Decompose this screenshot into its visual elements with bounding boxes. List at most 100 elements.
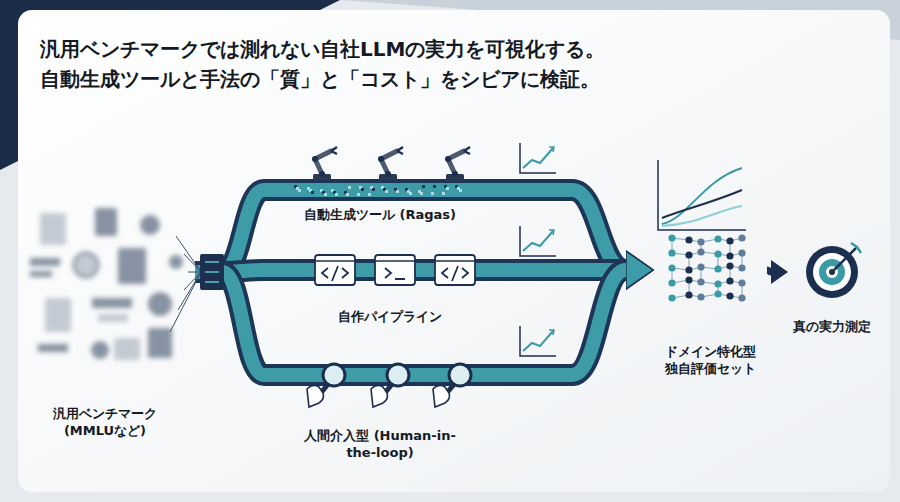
blurred-icons-part (114, 338, 140, 360)
robot-arms-part (445, 147, 470, 180)
network-dot (738, 279, 745, 286)
magnifier-hands (307, 364, 471, 407)
pipe-core (470, 190, 626, 270)
magnifier-hands-part (371, 364, 409, 407)
network-dot (726, 277, 733, 284)
blurred-icons-part (74, 253, 98, 277)
network-dot (738, 249, 745, 256)
junction-block (200, 254, 224, 290)
method-pipe: 自作パイプライン (300, 250, 480, 326)
network-dot (685, 266, 692, 273)
pipe-segment (289, 179, 471, 201)
blurred-icons (30, 208, 183, 360)
code-windows (315, 255, 475, 285)
pipe-particle (442, 192, 445, 195)
target-icon-part (806, 246, 858, 298)
pipe-core (289, 183, 471, 197)
fan-lines (170, 236, 201, 332)
code-windows-part (315, 255, 355, 285)
blurred-icons-part (98, 314, 128, 322)
result-chart-part (658, 160, 746, 230)
pipe-core (284, 368, 476, 382)
network-dot (668, 279, 675, 286)
code-windows-part (375, 255, 415, 285)
magnifier-hands-part (307, 364, 345, 407)
blurred-icons-part (169, 255, 183, 269)
pipe-particle (298, 189, 301, 192)
node-label: 真の実力測定 (793, 318, 871, 336)
result-chart (658, 160, 746, 230)
junction-block-part (205, 262, 219, 282)
network-dot (697, 263, 704, 270)
pipe-particle (335, 193, 338, 196)
network-dot (714, 290, 721, 297)
pipe-particle (433, 185, 436, 188)
pipe-outer (475, 270, 626, 375)
network-dot (738, 234, 745, 241)
network-dot (668, 264, 675, 271)
blurred-icons-part (140, 215, 160, 235)
blurred-icons-part (118, 248, 146, 284)
pipe-particle (311, 191, 314, 194)
blurred-icons-part (30, 258, 60, 266)
network-dot (697, 278, 704, 285)
network-dot (726, 237, 733, 244)
robot-arms-part (312, 147, 337, 180)
pipe-particle (422, 185, 425, 188)
node-label: 人間介入型 (Human-in-the-loop) (290, 427, 470, 462)
dot-network (668, 234, 745, 301)
pipe-particle (372, 188, 375, 191)
network-dot (697, 248, 704, 255)
target-icon-part (834, 248, 856, 270)
pipe-segment (284, 364, 476, 386)
mini-charts-part (520, 226, 556, 256)
network-dot (668, 234, 675, 241)
pipe-particle (348, 186, 351, 189)
node-label: 自動生成ツール (Ragas) (304, 206, 456, 224)
pipe-particle (459, 189, 462, 192)
pipe-particle (357, 193, 360, 196)
robot-arms-part (378, 147, 403, 180)
result-set: ドメイン特化型 独自評価セット (653, 228, 767, 378)
fan-lines-part (170, 236, 201, 332)
network-dot (738, 294, 745, 301)
network-dot (714, 250, 721, 257)
pipe-particle (361, 188, 364, 191)
pipe-particle (385, 190, 388, 193)
network-dot (685, 236, 692, 243)
pipe-segments (284, 185, 481, 375)
mini-charts-part (520, 143, 556, 173)
title: 汎用ベンチマークでは測れない自社LLMの実力を可視化する。 自動生成ツールと手法… (40, 34, 800, 94)
pipe-particle (420, 192, 423, 195)
network-dot (697, 238, 704, 245)
result-chart-part (662, 190, 742, 218)
pipe-outer (470, 190, 626, 270)
blurred-icons-part (148, 292, 172, 316)
pipe-connector (470, 190, 626, 270)
network-dot (726, 262, 733, 269)
network-dot (685, 251, 692, 258)
pipe-particle (396, 190, 399, 193)
mini-charts (520, 143, 556, 356)
blurred-icons-part (40, 213, 66, 245)
network-dot (726, 292, 733, 299)
goal-box: 真の実力測定 (788, 240, 876, 336)
source-group: 汎用ベンチマーク (MMLUなど) (15, 200, 195, 440)
arrow-connector (767, 270, 771, 272)
robot-arms (312, 147, 470, 180)
node-label: ドメイン特化型 独自評価セット (658, 343, 762, 378)
network-dot (668, 249, 675, 256)
pipe-connector (480, 270, 626, 271)
network-dot (697, 293, 704, 300)
junction-block-part (200, 254, 224, 290)
network-dot (738, 264, 745, 271)
network-dot (685, 276, 692, 283)
pipe-particle (431, 192, 434, 195)
blurred-icons-part (95, 208, 117, 236)
code-windows-part (435, 255, 475, 285)
result-chart-part (662, 168, 742, 224)
blurred-icons-part (45, 298, 71, 332)
network-dot (726, 252, 733, 259)
card (18, 10, 890, 492)
